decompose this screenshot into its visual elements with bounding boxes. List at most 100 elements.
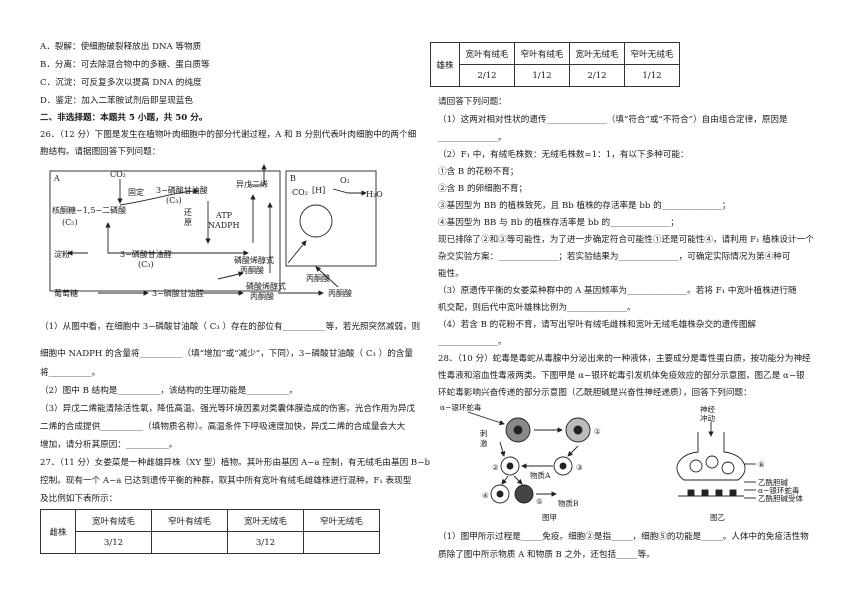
q27-line: 现已排除了②和③等可能性，为了进一步确定符合可能性①还是可能性④，请利用 F₁ …: [438, 235, 814, 245]
label-pep: 磷酸烯醇式: [234, 255, 274, 265]
label-rubp: 核酮糖−1,5−二磷酸: [52, 205, 126, 215]
option-a: A．裂解：使细胞破裂释放出 DNA 等物质: [40, 42, 202, 52]
label-pyruvate3: 丙酮酸: [328, 288, 352, 298]
q27-line: 机交配，则后代中宽叶雄株比例为______________。: [438, 303, 636, 313]
label-substance-b: 物质B: [558, 498, 579, 508]
q27-line: （2）F₁ 中，有绒毛株数：无绒毛株数=1：1，有以下多种可能：: [438, 150, 689, 160]
label-o2: O₂: [340, 176, 350, 185]
label-toxin2: α−银环蛇毒: [758, 485, 800, 495]
q28-line: 环蛇毒影响兴奋传递的部分示意图（乙酰胆碱是兴奋性神经递质），回答下列问题：: [438, 388, 752, 398]
label-n6: ⑥: [758, 460, 765, 469]
q27-line: ______________。: [438, 337, 507, 347]
q27-line: （1）这两对相对性状的遗传______________（填“符合”或“不符合”）…: [438, 115, 788, 125]
q26-line: 将__________。: [40, 368, 101, 378]
label-n2: ②: [492, 463, 499, 472]
label-reduce2: 原: [184, 218, 192, 227]
label-atp: ATP: [215, 211, 233, 220]
immune-diagram: α−银环蛇毒 刺 激 ① ② ③ ④ ⑤ 物质A 物质B 图甲: [440, 402, 803, 522]
header-cell: 宽叶有绒毛: [75, 509, 152, 532]
label-b: B: [290, 174, 296, 183]
label-pga: 3−磷酸甘油酸: [156, 185, 208, 195]
q28-line: 性毒液和溶血性毒液两类。下图甲是 α−银环蛇毒引发机体免疫效应的部分示意图，图乙…: [438, 371, 805, 381]
value-cell: 2/12: [459, 64, 515, 87]
header-cell: 窄叶无绒毛: [624, 42, 680, 65]
value-cell: 3/12: [75, 531, 152, 554]
label-fig-a: 图甲: [542, 513, 557, 522]
label-c3b: (C₃): [138, 260, 154, 269]
q28-line: （1）图甲所示过程是_____免疫。细胞②是指_____，细胞⑤的功能是____…: [438, 532, 809, 542]
female-ratio-table: 雌株 宽叶有绒毛 窄叶有绒毛 宽叶无绒毛 窄叶无绒毛 3/12 3/12: [40, 509, 380, 554]
q27-line: ②含 B 的卵细胞不育；: [438, 184, 528, 194]
metabolism-diagram: A B CO₂ 固定 3−磷酸甘油酸 (C₃) 还 原 ATP NADPH 核酮…: [49, 164, 383, 301]
q27-line: 控制。现有一个 A−a 已达到遗传平衡的种群，取其中所有宽叶有绒毛雌雄株进行混种…: [40, 476, 412, 486]
q27-line: 及比例如下表所示：: [40, 494, 118, 504]
header-cell: 窄叶有绒毛: [514, 42, 570, 65]
q27-line: 杂交实验方案：______________；若实验结果为____________…: [438, 252, 791, 262]
label-h: [H]: [312, 186, 325, 195]
header-cell: 窄叶有绒毛: [151, 509, 228, 532]
q27-line: ③基因型为 BB 的植株致死，且 Bb 植株的存活率是 bb 的________…: [438, 201, 731, 211]
q27-line: 请回答下列问题：: [438, 97, 507, 107]
label-c3: (C₃): [166, 196, 182, 205]
label-co2b: CO₂: [292, 188, 308, 197]
header-cell: 宽叶无绒毛: [569, 42, 625, 65]
label-glucose: 葡萄糖: [54, 288, 78, 298]
q26-line: 增加，请分析其原因：__________。: [40, 440, 178, 450]
row-label-male: 雄株: [430, 42, 460, 87]
section-title: 二、非选择题：本题共 5 小题，共 50 分。: [40, 113, 208, 123]
label-nadph: NADPH: [208, 221, 240, 230]
q27-line: （3）原遗传平衡的女娄菜种群中的 A 基因频率为______________。若…: [438, 286, 797, 296]
label-co2: CO₂: [110, 170, 126, 179]
label-g3p2: 3−磷酸甘油醛: [152, 288, 204, 298]
label-reduce1: 还: [184, 207, 192, 217]
label-ach: 乙酰胆碱: [758, 477, 788, 487]
label-pep2: 磷酸烯醇式: [246, 281, 286, 291]
q28-line: 质除了图中所示物质 A 和物质 B 之外，还包括_____等。: [438, 550, 655, 560]
q26-line: （1）从图中看，在细胞中 3−磷酸甘油酸（ C₃ ）存在的部位有________…: [40, 322, 421, 332]
q26-intro-line: 26．（12 分）下图是发生在植物叶肉细胞中的部分代谢过程，A 和 B 分别代表…: [40, 130, 417, 140]
q27-line: 能性。: [438, 269, 464, 279]
q28-line: 28．（10 分）蛇毒是毒蛇从毒腺中分泌出来的一种液体，主要成分是毒性蛋白质，按…: [438, 354, 811, 364]
option-b: B．分离：可去除混合物中的多糖、蛋白质等: [40, 60, 210, 70]
row-label-female: 雌株: [40, 509, 76, 554]
q26-line: （2）图中 B 结构是__________，该结构的生理功能是_________…: [40, 386, 298, 396]
q27-line: ______________。: [438, 133, 507, 143]
structure-a-box: [49, 170, 281, 292]
value-cell: [303, 531, 380, 554]
value-cell: 1/12: [514, 64, 570, 87]
label-isoprene: 异戊二烯: [236, 179, 268, 189]
label-starch: 淀粉: [54, 249, 70, 259]
label-n4: ④: [482, 491, 489, 500]
label-fix: 固定: [128, 187, 144, 197]
q26-line: 二烯的合成提供__________（填物质名称）。高温条件下呼吸速度加快，异戊二…: [40, 422, 406, 432]
label-a: A: [53, 174, 60, 183]
label-n1: ①: [594, 427, 601, 436]
cell-5: [514, 484, 534, 504]
label-pyruvate2: 丙酮酸: [250, 291, 274, 301]
structure-b-cycle: [299, 204, 333, 238]
label-n5: ⑤: [536, 497, 543, 506]
q27-line: ①含 B 的花粉不育；: [438, 167, 519, 177]
label-pyruvate: 丙酮酸: [240, 265, 264, 275]
header-cell: 宽叶有绒毛: [459, 42, 515, 65]
value-cell: [151, 531, 228, 554]
q27-line: ④基因型为 BB 与 Bb 的植株存活率是 bb 的______________…: [438, 218, 679, 228]
label-nerve1: 神经: [700, 404, 715, 414]
q26-intro-line: 胞结构。请据图回答下列问题：: [40, 147, 161, 157]
q27-line: （4）若含 B 的花粉不育，请写出窄叶有绒毛雌株和宽叶无绒毛雄株杂交的遗传图解: [438, 320, 757, 330]
label-receptor: 乙酰胆碱受体: [758, 493, 803, 503]
value-cell: 2/12: [569, 64, 625, 87]
value-cell: 3/12: [227, 531, 304, 554]
header-cell: 宽叶无绒毛: [227, 509, 304, 532]
q27-line: 27．（11 分）女娄菜是一种雌雄异株（XY 型）植物。其叶形由基因 A−a 控…: [40, 458, 430, 468]
structure-b-box: [285, 170, 377, 267]
label-n3: ③: [576, 463, 583, 472]
label-c5: (C₅): [62, 218, 78, 227]
label-stim1: 刺: [480, 429, 488, 438]
presynaptic-terminal: [676, 432, 746, 481]
option-d: D．鉴定：加入二苯胺试剂后即呈现蓝色: [40, 96, 193, 106]
label-fig-b: 图乙: [710, 513, 725, 522]
label-substance-a: 物质A: [530, 470, 551, 480]
value-cell: 1/12: [624, 64, 680, 87]
label-pyruvate-b: 丙酮酸: [306, 273, 330, 283]
